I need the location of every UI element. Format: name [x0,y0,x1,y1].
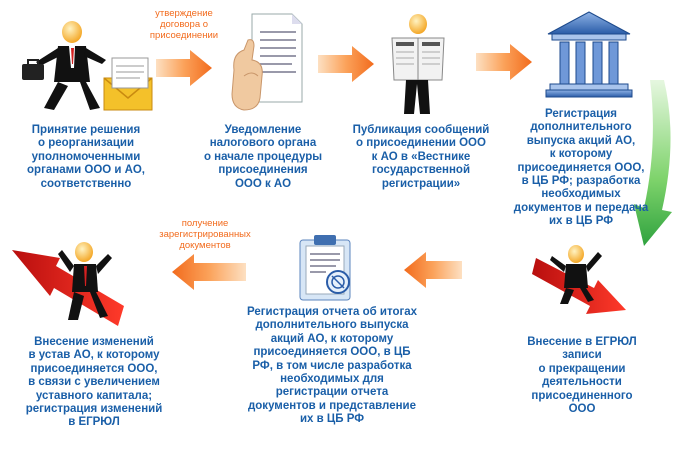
arrow-right-1 [156,50,212,86]
step-6-text: Регистрация отчета об итогах дополнитель… [246,306,418,426]
step-5-text: Внесение в ЕГРЮЛ записи о прекращении де… [527,336,637,416]
step-2-text: Уведомление налогового органа о начале п… [203,124,323,190]
note-approval: утверждение договора о присоединении [149,8,219,41]
man-reading-newspaper-icon [391,14,445,114]
arrow-left-2 [172,254,246,290]
arrow-left-1 [404,252,462,288]
note-received: получение зарегистрированных документов [159,218,251,251]
clipboard-with-seal-icon [299,235,351,301]
step-7-text: Внесение изменений в устав АО, к котором… [25,336,163,429]
man-on-falling-arrow-icon [532,245,626,314]
hand-with-document-icon [231,13,303,111]
arrow-down-green [634,80,672,246]
arrow-right-3 [476,44,532,80]
man-on-rising-arrow-icon [12,242,124,326]
step-4-text: Регистрация дополнительного выпуска акци… [513,108,649,228]
step-3-text: Публикация сообщений о присоединении ООО… [352,124,490,190]
step-1-text: Принятие решения о реорганизации уполном… [27,124,145,190]
bank-building-icon [545,11,633,98]
arrow-right-2 [318,46,374,82]
businessman-with-briefcase-and-envelope-icon [22,21,153,111]
